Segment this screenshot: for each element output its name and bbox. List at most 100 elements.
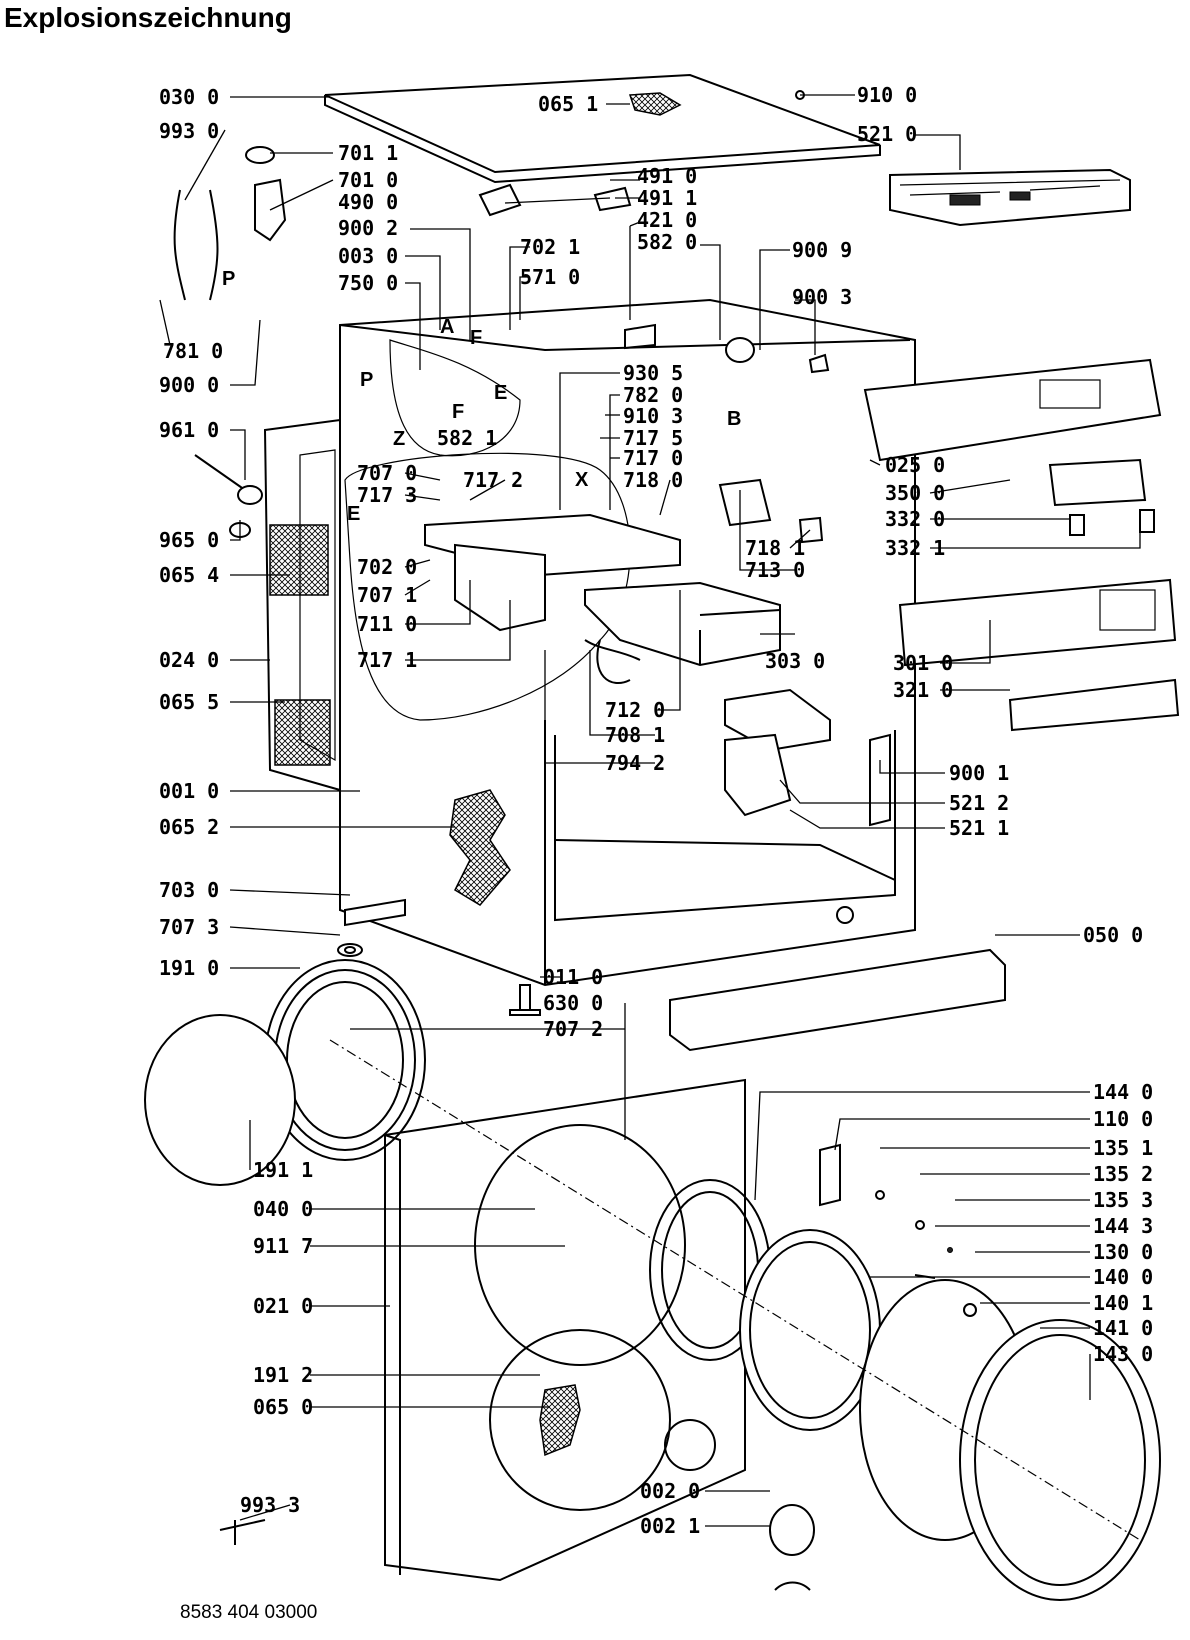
part-label: 702 0 (357, 555, 417, 579)
document-number: 8583 404 03000 (180, 1602, 318, 1623)
reference-letter: F (470, 327, 482, 349)
part-label: 065 2 (159, 815, 219, 839)
reference-letters: P A F P F E Z B X E (222, 268, 741, 525)
reference-letter: F (452, 401, 464, 423)
part-label: 701 1 (338, 141, 398, 165)
door-assembly (329, 1039, 1161, 1601)
part-label: 141 0 (1093, 1316, 1153, 1340)
part-label: 717 5 (623, 426, 683, 450)
part-label: 571 0 (520, 265, 580, 289)
part-label: 900 9 (792, 238, 852, 262)
part-label: 707 0 (357, 461, 417, 485)
part-label: 303 0 (765, 649, 825, 673)
door-seal (144, 959, 426, 1186)
part-label: 191 0 (159, 956, 219, 980)
part-label: 135 2 (1093, 1162, 1153, 1186)
part-label: 794 2 (605, 751, 665, 775)
part-label: 910 3 (623, 404, 683, 428)
part-label: 140 0 (1093, 1265, 1153, 1289)
part-label: 993 0 (159, 119, 219, 143)
part-label: 717 2 (463, 468, 523, 492)
part-label: 703 0 (159, 878, 219, 902)
reference-letter: A (440, 316, 454, 338)
part-label: 900 1 (949, 761, 1009, 785)
part-label: 718 1 (745, 536, 805, 560)
part-label: 910 0 (857, 83, 917, 107)
part-label: 490 0 (338, 190, 398, 214)
top-cover (324, 73, 881, 184)
part-label: 717 3 (357, 483, 417, 507)
part-label: 050 0 (1083, 923, 1143, 947)
reference-letter: E (347, 503, 360, 525)
part-label: 065 0 (253, 1395, 313, 1419)
part-label: 521 1 (949, 816, 1009, 840)
part-label: 065 4 (159, 563, 219, 587)
part-label: 421 0 (637, 208, 697, 232)
part-label: 024 0 (159, 648, 219, 672)
reference-letter: B (727, 408, 741, 430)
plinth (669, 948, 1006, 1052)
part-label: 110 0 (1093, 1107, 1153, 1131)
part-label: 491 1 (637, 186, 697, 210)
reference-letter: X (575, 469, 589, 491)
part-label: 711 0 (357, 612, 417, 636)
detergent-dispenser (424, 513, 781, 685)
part-label: 332 1 (885, 536, 945, 560)
part-label: 900 0 (159, 373, 219, 397)
part-label: 140 1 (1093, 1291, 1153, 1315)
motor-unit (724, 688, 891, 827)
part-label: 900 3 (792, 285, 852, 309)
part-label: 993 3 (240, 1493, 300, 1517)
part-label: 717 0 (623, 446, 683, 470)
part-label: 582 0 (637, 230, 697, 254)
part-labels: 030 0 065 1 910 0 993 0 701 1 521 0 701 … (159, 83, 1153, 1538)
part-label: 143 0 (1093, 1342, 1153, 1366)
part-label: 025 0 (885, 453, 945, 477)
part-label: 630 0 (543, 991, 603, 1015)
part-label: 781 0 (163, 339, 223, 363)
part-label: 332 0 (885, 507, 945, 531)
part-label: 782 0 (623, 383, 683, 407)
part-label: 965 0 (159, 528, 219, 552)
reference-letter: P (360, 369, 373, 391)
part-label: 712 0 (605, 698, 665, 722)
small-parts (173, 90, 977, 1591)
part-label: 713 0 (745, 558, 805, 582)
part-label: 301 0 (893, 651, 953, 675)
reference-letter: Z (393, 428, 405, 450)
part-label: 750 0 (338, 271, 398, 295)
control-panel-group (863, 358, 1180, 732)
part-label: 707 1 (357, 583, 417, 607)
part-label: 030 0 (159, 85, 219, 109)
part-label: 717 1 (357, 648, 417, 672)
part-label: 911 7 (253, 1234, 313, 1258)
part-label: 130 0 (1093, 1240, 1153, 1264)
rear-panel (263, 418, 341, 792)
part-label: 144 0 (1093, 1080, 1153, 1104)
part-label: 718 0 (623, 468, 683, 492)
leader-lines (159, 94, 1141, 1527)
part-label: 930 5 (623, 361, 683, 385)
part-label: 002 1 (640, 1514, 700, 1538)
part-label: 191 1 (253, 1158, 313, 1182)
part-label: 708 1 (605, 723, 665, 747)
part-label: 707 3 (159, 915, 219, 939)
part-label: 350 0 (885, 481, 945, 505)
part-label: 491 0 (637, 164, 697, 188)
part-label: 702 1 (520, 235, 580, 259)
part-label: 065 5 (159, 690, 219, 714)
part-label: 003 0 (338, 244, 398, 268)
part-label: 900 2 (338, 216, 398, 240)
part-label: 961 0 (159, 418, 219, 442)
part-label: 135 3 (1093, 1188, 1153, 1212)
reference-letter: P (222, 268, 235, 290)
part-label: 582 1 (437, 426, 497, 450)
part-label: 144 3 (1093, 1214, 1153, 1238)
page-title: Explosionszeichnung (4, 2, 292, 33)
front-panel (384, 1078, 746, 1582)
part-label: 021 0 (253, 1294, 313, 1318)
reference-letter: E (494, 382, 507, 404)
part-label: 040 0 (253, 1197, 313, 1221)
